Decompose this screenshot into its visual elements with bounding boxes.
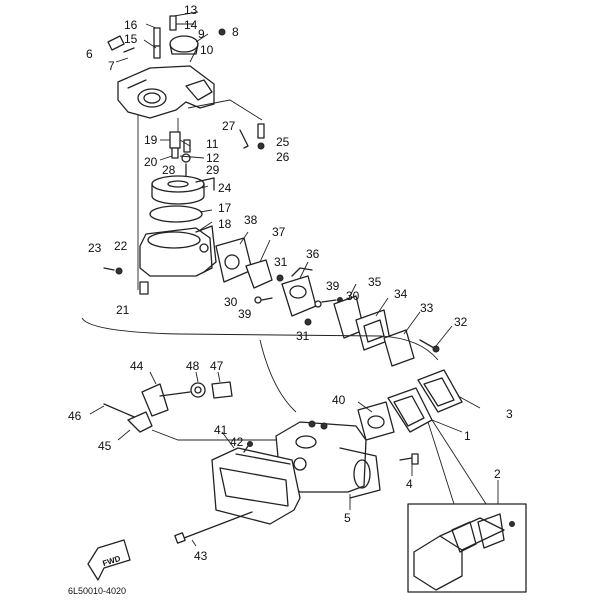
float-gasket bbox=[149, 205, 203, 223]
callout-36: 36 bbox=[306, 247, 320, 261]
callout-33: 33 bbox=[420, 301, 434, 315]
callout-19: 19 bbox=[144, 133, 158, 147]
cover-33 bbox=[383, 329, 415, 367]
callout-8: 8 bbox=[232, 25, 239, 39]
callout-42: 42 bbox=[230, 435, 244, 449]
leader-lines bbox=[89, 11, 499, 547]
callout-22: 22 bbox=[114, 239, 128, 253]
callout-45: 45 bbox=[98, 439, 112, 453]
callout-4: 4 bbox=[406, 477, 413, 491]
callout-2: 2 bbox=[494, 467, 501, 481]
callout-34: 34 bbox=[394, 287, 408, 301]
callout-16: 16 bbox=[124, 18, 138, 32]
callout-31b: 31 bbox=[296, 329, 310, 343]
callout-23: 23 bbox=[88, 241, 102, 255]
callout-25: 25 bbox=[276, 135, 290, 149]
callout-5: 5 bbox=[344, 511, 351, 525]
part-code: 6L50010-4020 bbox=[68, 586, 126, 596]
callout-1: 1 bbox=[464, 429, 471, 443]
callout-12: 12 bbox=[206, 151, 220, 165]
fittings-39 bbox=[254, 296, 343, 308]
callout-32: 32 bbox=[454, 315, 468, 329]
callout-48: 48 bbox=[186, 359, 200, 373]
callout-13: 13 bbox=[184, 3, 198, 17]
lever-45 bbox=[127, 411, 153, 433]
float-bowl bbox=[103, 225, 217, 295]
choke-knob-44 bbox=[141, 383, 191, 417]
cap-plate bbox=[169, 35, 199, 55]
callout-28: 28 bbox=[162, 163, 176, 177]
callout-18: 18 bbox=[218, 217, 232, 231]
gasket-40 bbox=[357, 401, 395, 441]
callout-11: 11 bbox=[206, 137, 219, 151]
reed-valve-inset bbox=[407, 503, 527, 593]
callout-9: 9 bbox=[198, 27, 205, 41]
callout-39b: 39 bbox=[238, 307, 252, 321]
gasket-3 bbox=[417, 369, 463, 413]
callout-30a: 30 bbox=[224, 295, 238, 309]
callout-24: 24 bbox=[218, 181, 232, 195]
callout-6: 6 bbox=[86, 47, 93, 61]
callout-40: 40 bbox=[332, 393, 346, 407]
callout-3: 3 bbox=[506, 407, 513, 421]
plate-37 bbox=[245, 259, 273, 289]
callout-31a: 31 bbox=[274, 255, 288, 269]
callout-10: 10 bbox=[200, 43, 214, 57]
long-bolt-43 bbox=[174, 511, 253, 544]
link-47 bbox=[211, 381, 233, 399]
carb-upper-body bbox=[117, 65, 215, 119]
callout-14: 14 bbox=[184, 18, 198, 32]
callout-46: 46 bbox=[68, 409, 82, 423]
gasket-38 bbox=[215, 237, 253, 283]
fwd-arrow-icon: FWD bbox=[87, 539, 131, 581]
callout-7: 7 bbox=[108, 59, 115, 73]
callout-39a: 39 bbox=[326, 279, 340, 293]
grommet-48 bbox=[190, 382, 206, 398]
callout-labels: 13 16 14 8 9 15 10 6 7 27 25 19 11 26 20… bbox=[68, 3, 513, 563]
callout-15: 15 bbox=[124, 32, 138, 46]
callout-30b: 30 bbox=[346, 289, 360, 303]
callout-35: 35 bbox=[368, 275, 382, 289]
callout-43: 43 bbox=[194, 549, 208, 563]
callout-27: 27 bbox=[222, 119, 236, 133]
callout-41: 41 bbox=[214, 423, 228, 437]
screws-top bbox=[107, 15, 226, 59]
carb-body-5 bbox=[275, 420, 381, 499]
callout-26: 26 bbox=[276, 150, 290, 164]
bolt-4 bbox=[399, 453, 419, 465]
callout-21: 21 bbox=[116, 303, 130, 317]
float bbox=[151, 175, 215, 205]
callout-47: 47 bbox=[210, 359, 224, 373]
silencer-41 bbox=[211, 447, 301, 525]
reed-block-1 bbox=[387, 387, 433, 433]
fuel-pump-36 bbox=[276, 267, 317, 326]
callout-38: 38 bbox=[244, 213, 258, 227]
callout-44: 44 bbox=[130, 359, 144, 373]
callout-17: 17 bbox=[218, 201, 232, 215]
callout-20: 20 bbox=[144, 155, 158, 169]
callout-29: 29 bbox=[206, 163, 220, 177]
screw-42 bbox=[243, 441, 253, 453]
callout-37: 37 bbox=[272, 225, 286, 239]
